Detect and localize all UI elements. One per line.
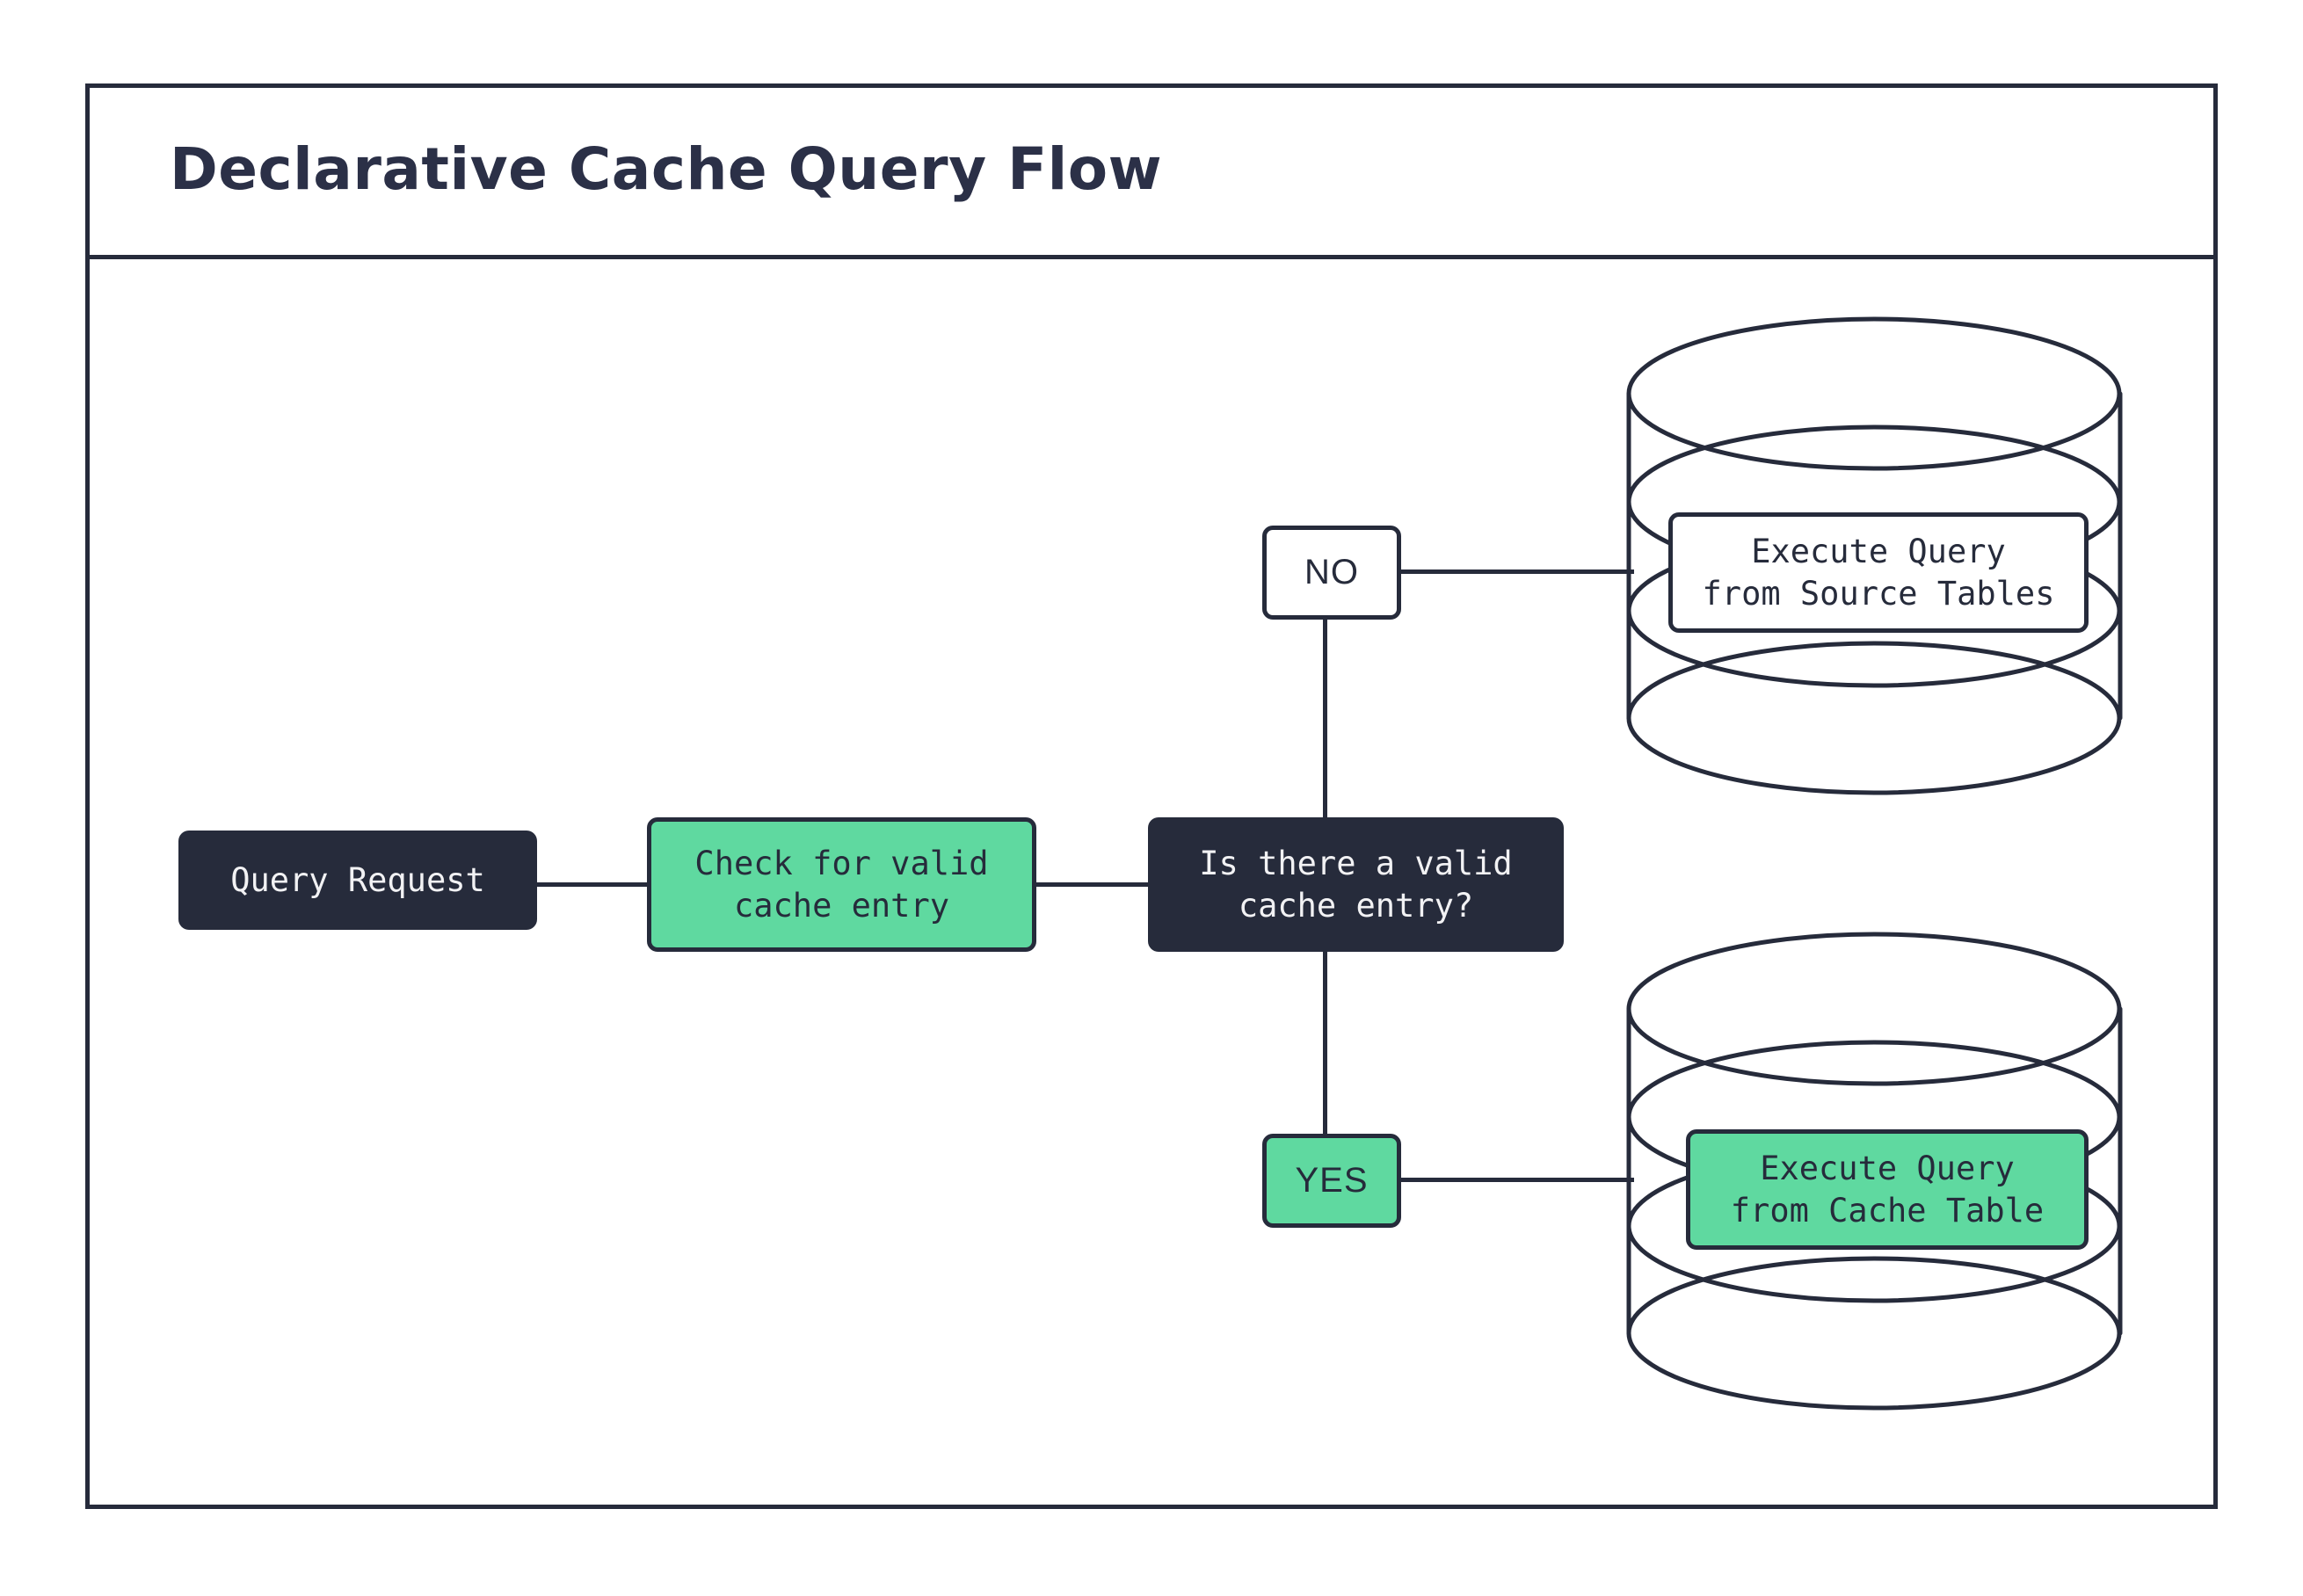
diagram-header: Declarative Cache Query Flow (85, 83, 2218, 259)
edge-check-to-decision (1036, 882, 1151, 887)
diagram-frame (85, 83, 2218, 1509)
edge-query-request-to-check (537, 882, 650, 887)
node-decision-valid-cache-entry[interactable]: Is there a valid cache entry? (1148, 817, 1564, 952)
edge-label-no[interactable]: NO (1262, 526, 1401, 620)
node-query-request[interactable]: Query Request (178, 831, 537, 930)
node-execute-query-from-source-tables[interactable]: Execute Query from Source Tables (1668, 512, 2089, 633)
page-title: Declarative Cache Query Flow (170, 135, 1163, 203)
node-execute-query-from-cache-table[interactable]: Execute Query from Cache Table (1686, 1129, 2089, 1250)
edge-label-yes[interactable]: YES (1262, 1134, 1401, 1228)
node-check-for-valid-cache-entry[interactable]: Check for valid cache entry (647, 817, 1036, 952)
edge-yes-to-cache-database (1399, 1178, 1634, 1182)
edge-no-to-source-database (1399, 569, 1634, 574)
edge-decision-to-yes (1323, 949, 1327, 1136)
edge-decision-to-no (1323, 617, 1327, 820)
